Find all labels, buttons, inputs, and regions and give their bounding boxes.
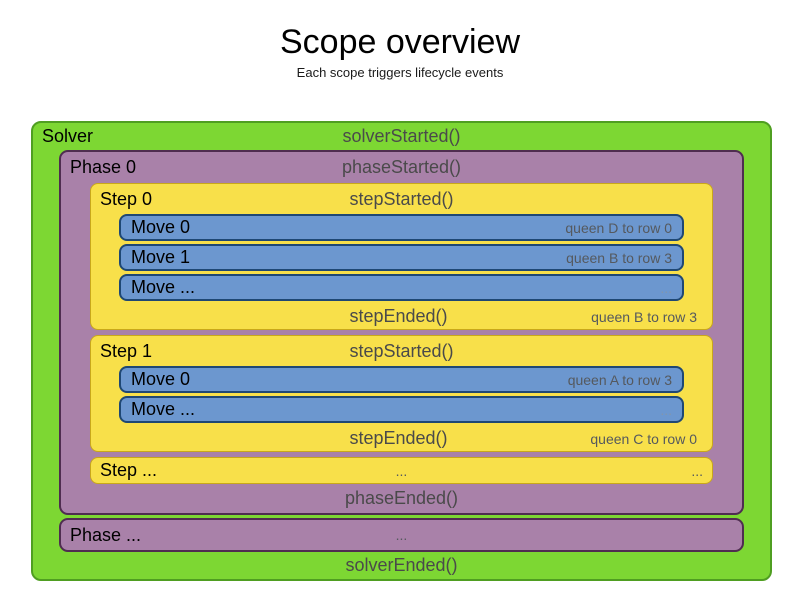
step-1-ended-detail: queen C to row 0 <box>590 430 697 447</box>
move-detail: queen A to row 3 <box>567 371 672 388</box>
step-more-scope-box: Step ... ... ... <box>90 457 713 484</box>
step-1-label: Step 1 <box>100 340 153 361</box>
move-detail: queen B to row 3 <box>566 249 672 266</box>
step-0-label: Step 0 <box>100 188 153 209</box>
step-1-move-more-box: Move ... ... <box>119 396 684 423</box>
step-0-scope-box: Step 0 stepStarted() Move 0 queen D to r… <box>90 183 713 330</box>
diagram-subtitle: Each scope triggers lifecycle events <box>296 65 504 81</box>
phase-0-header-row: Phase 0 phaseStarted() <box>61 152 742 183</box>
step-0-move-0-box: Move 0 queen D to row 0 <box>119 214 684 241</box>
diagram-title: Scope overview <box>279 23 520 61</box>
move-detail: queen D to row 0 <box>565 219 672 236</box>
solver-footer-row: solverEnded() <box>33 552 770 579</box>
move-label: Move 1 <box>131 247 191 267</box>
step-0-header-row: Step 0 stepStarted() <box>91 184 712 214</box>
solver-scope-box: Solver solverStarted() Phase 0 phaseStar… <box>31 121 772 581</box>
phase-0-footer-row: phaseEnded() <box>61 484 742 513</box>
move-label: Move ... <box>131 399 196 419</box>
step-0-move-1-box: Move 1 queen B to row 3 <box>119 244 684 271</box>
solver-ended-event: solverEnded() <box>345 555 458 575</box>
move-detail: ... <box>660 401 672 418</box>
move-detail: ... <box>660 279 672 296</box>
step-1-ended-event: stepEnded() <box>349 428 448 448</box>
phase-0-started-event: phaseStarted() <box>341 157 462 177</box>
step-1-started-event: stepStarted() <box>349 340 454 361</box>
step-0-move-more-box: Move ... ... <box>119 274 684 301</box>
phase-more-scope-box: Phase ... ... <box>59 518 744 552</box>
move-label: Move 0 <box>131 369 191 389</box>
step-0-ended-detail: queen B to row 3 <box>591 308 697 325</box>
step-0-ended-event: stepEnded() <box>349 306 448 326</box>
move-label: Move ... <box>131 277 196 297</box>
step-1-footer-row: stepEnded() queen C to row 0 <box>91 426 712 451</box>
step-0-footer-row: stepEnded() queen B to row 3 <box>91 304 712 329</box>
step-more-right-ellipsis: ... <box>691 462 703 479</box>
phase-more-center-ellipsis: ... <box>395 527 408 543</box>
step-more-center-ellipsis: ... <box>395 462 408 479</box>
phase-0-label: Phase 0 <box>70 157 137 177</box>
phase-0-ended-event: phaseEnded() <box>344 488 459 508</box>
step-0-started-event: stepStarted() <box>349 188 454 209</box>
solver-header-row: Solver solverStarted() <box>33 123 770 150</box>
step-more-label: Step ... <box>100 460 158 480</box>
solver-label: Solver <box>42 126 94 146</box>
solver-started-event: solverStarted() <box>342 126 461 146</box>
phase-0-scope-box: Phase 0 phaseStarted() Step 0 stepStarte… <box>59 150 744 515</box>
phase-more-label: Phase ... <box>70 524 142 545</box>
step-1-header-row: Step 1 stepStarted() <box>91 336 712 366</box>
step-1-move-0-box: Move 0 queen A to row 3 <box>119 366 684 393</box>
move-label: Move 0 <box>131 217 191 237</box>
step-1-scope-box: Step 1 stepStarted() Move 0 queen A to r… <box>90 335 713 452</box>
